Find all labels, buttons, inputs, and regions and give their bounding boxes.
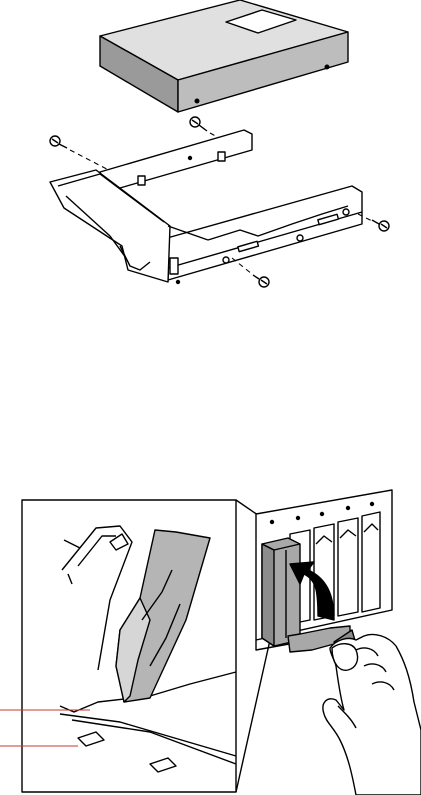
rail-screw-hole (343, 209, 349, 215)
rail-slot (138, 176, 145, 185)
drive-bay (362, 512, 380, 612)
drive-screw-hole (325, 65, 329, 69)
mounting-screw (50, 136, 67, 148)
drive-bay-chassis (256, 490, 392, 654)
detail-inset (22, 500, 236, 792)
tray-near-rail (160, 186, 362, 268)
hard-drive (100, 0, 348, 112)
drive-bay (338, 518, 358, 616)
hand (323, 634, 421, 795)
rail-slot (218, 152, 225, 161)
tray-far-rail (100, 130, 252, 192)
mounting-screw (253, 275, 269, 287)
bezel-hole (177, 281, 180, 284)
mounting-screw (190, 117, 207, 131)
carrier-handle (50, 170, 170, 282)
rail-screw-hole (223, 257, 229, 263)
mounting-screw (372, 220, 389, 231)
drive-insertion-figure (0, 470, 421, 795)
carrier-side (262, 544, 274, 646)
drive-carrier-tray (50, 130, 362, 284)
tray-assembly-figure (0, 0, 421, 300)
drive-screw-hole (195, 99, 199, 103)
inserted-carrier (262, 538, 300, 646)
drive-insertion-drawing (0, 470, 421, 795)
rail-hole (189, 157, 192, 160)
bezel-latch (170, 258, 178, 274)
rail-screw-hole (297, 235, 303, 241)
tray-assembly-drawing (0, 0, 421, 300)
